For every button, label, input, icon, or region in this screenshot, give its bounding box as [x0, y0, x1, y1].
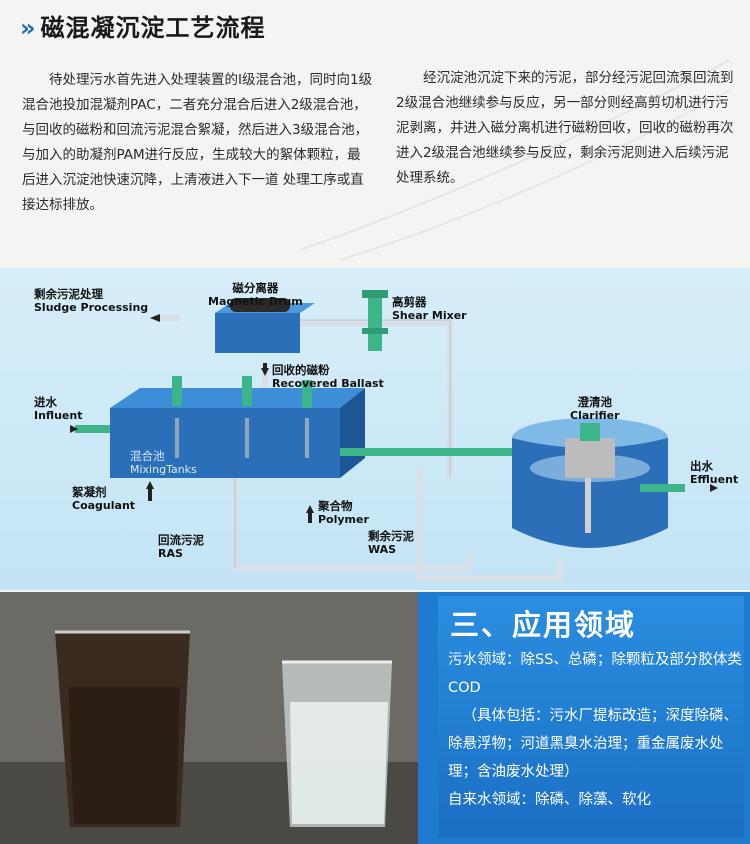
- title-text: 磁混凝沉淀工艺流程: [40, 14, 266, 42]
- effluent-pipe: [640, 484, 685, 492]
- process-description-left: 待处理污水首先进入处理装置的Ⅰ级混合池，同时向1级混合池投加混凝剂PAC，二者充…: [22, 72, 373, 213]
- application-line-3: 自来水领域：除磷、除藻、软化: [448, 792, 651, 808]
- magnetic-drum-graphic: [215, 298, 315, 353]
- clarifier-graphic: [512, 418, 668, 548]
- clean-water-beaker: [282, 660, 392, 827]
- beaker-photo: [0, 592, 430, 844]
- influent-pipe: [75, 425, 125, 433]
- shear-mixer-graphic: [362, 290, 388, 351]
- application-heading: 三、应用领域: [450, 608, 637, 642]
- process-description-right: 经沉淀池沉淀下来的污泥，部分经污泥回流泵回流到2级混合池继续参与反应，另一部分则…: [396, 70, 734, 186]
- arrows: [70, 314, 718, 513]
- application-text: 污水领域：除SS、总磷；除颗粒及部分胶体类COD （具体包括：污水厂提标改造；深…: [448, 646, 744, 814]
- transfer-pipe: [340, 448, 530, 456]
- application-line-1: 污水领域：除SS、总磷；除颗粒及部分胶体类COD: [448, 652, 742, 696]
- application-panel: [438, 596, 744, 838]
- double-chevron-icon: »: [20, 14, 37, 42]
- application-line-2: （具体包括：污水厂提标改造；深度除磷、除悬浮物；河道黑臭水治理；重金属废水处理；…: [448, 708, 738, 780]
- page-title: »磁混凝沉淀工艺流程: [20, 8, 266, 43]
- application-section: 三、应用领域 污水领域：除SS、总磷；除颗粒及部分胶体类COD （具体包括：污水…: [418, 592, 750, 844]
- dirty-water-beaker: [55, 630, 190, 827]
- diagram-graphics: [70, 290, 718, 581]
